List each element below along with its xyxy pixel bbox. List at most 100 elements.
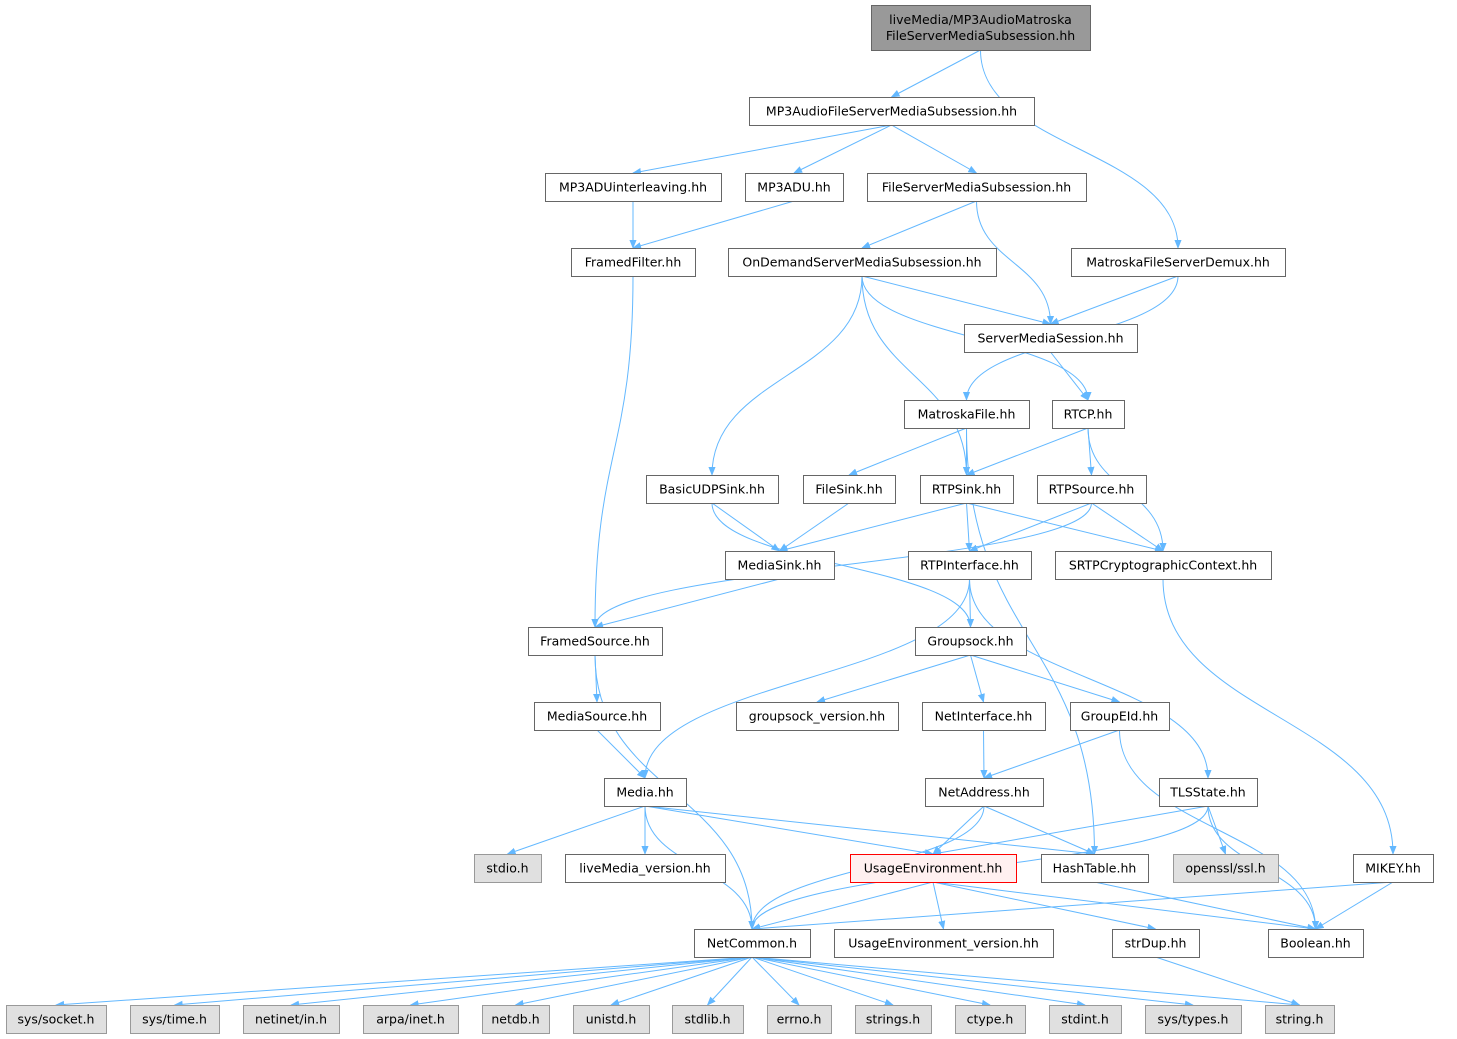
edge-media-to-hashtable xyxy=(644,805,1096,857)
node-label: Boolean.hh xyxy=(1280,936,1350,951)
node-unistd[interactable]: unistd.h xyxy=(573,1005,650,1034)
node-stdint[interactable]: stdint.h xyxy=(1049,1005,1122,1034)
node-box xyxy=(920,475,1014,504)
edge-netcommon-to-arpainet xyxy=(409,956,753,1008)
node-label: RTPInterface.hh xyxy=(920,558,1019,573)
node-label: stdlib.h xyxy=(684,1012,730,1027)
node-label: MediaSource.hh xyxy=(547,709,647,724)
node-netdb[interactable]: netdb.h xyxy=(482,1005,550,1034)
node-label: netinet/in.h xyxy=(255,1012,327,1027)
node-media[interactable]: Media.hh xyxy=(604,778,687,807)
edge-mediasink-to-framedsource xyxy=(594,578,780,629)
node-strdup[interactable]: strDup.hh xyxy=(1112,929,1200,958)
edge-mp3adu-to-framedfilter xyxy=(632,200,795,250)
node-sms[interactable]: ServerMediaSession.hh xyxy=(964,324,1138,353)
node-mediasink[interactable]: MediaSink.hh xyxy=(725,551,835,580)
node-filesink[interactable]: FileSink.hh xyxy=(803,475,896,504)
node-label: stdio.h xyxy=(486,861,528,876)
node-ueversion[interactable]: UsageEnvironment_version.hh xyxy=(834,929,1054,958)
node-string[interactable]: string.h xyxy=(1265,1005,1335,1034)
node-label: GroupEId.hh xyxy=(1081,709,1158,724)
node-box xyxy=(1041,854,1149,883)
node-ondemand[interactable]: OnDemandServerMediaSubsession.hh xyxy=(728,248,997,277)
node-box xyxy=(6,1005,107,1034)
node-label: stdint.h xyxy=(1061,1012,1109,1027)
node-box xyxy=(534,702,661,731)
node-usageenv[interactable]: UsageEnvironment.hh xyxy=(850,854,1017,883)
edge-mp3afsms-to-fsms xyxy=(891,124,978,174)
node-label: liveMedia_version.hh xyxy=(579,861,710,876)
node-framedfilter[interactable]: FramedFilter.hh xyxy=(571,248,696,277)
node-groupeid[interactable]: GroupEId.hh xyxy=(1070,702,1170,731)
node-box xyxy=(1071,248,1286,277)
node-label: MP3ADUinterleaving.hh xyxy=(559,180,707,195)
node-netinterface[interactable]: NetInterface.hh xyxy=(922,702,1046,731)
node-mkvfile[interactable]: MatroskaFile.hh xyxy=(904,400,1030,429)
node-gsversion[interactable]: groupsock_version.hh xyxy=(736,702,899,731)
node-rtpsink[interactable]: RTPSink.hh xyxy=(920,475,1014,504)
edge-netcommon-to-ctype xyxy=(751,956,991,1007)
node-syssocket[interactable]: sys/socket.h xyxy=(6,1005,107,1034)
node-label: FramedSource.hh xyxy=(540,634,650,649)
node-mediasource[interactable]: MediaSource.hh xyxy=(534,702,661,731)
node-groupsock[interactable]: Groupsock.hh xyxy=(915,627,1027,656)
node-rtcp[interactable]: RTCP.hh xyxy=(1052,400,1125,429)
node-box xyxy=(1268,929,1364,958)
node-label: errno.h xyxy=(777,1012,822,1027)
node-label: MP3AudioFileServerMediaSubsession.hh xyxy=(766,104,1017,119)
node-box xyxy=(672,1005,744,1034)
node-box xyxy=(573,1005,650,1034)
node-systypes[interactable]: sys/types.h xyxy=(1145,1005,1242,1034)
edge-netcommon-to-netdb xyxy=(514,956,753,1007)
node-mp3aduil[interactable]: MP3ADUinterleaving.hh xyxy=(545,173,722,202)
node-box xyxy=(850,854,1017,883)
node-box xyxy=(545,173,722,202)
node-framedsource[interactable]: FramedSource.hh xyxy=(528,627,663,656)
node-netinetin[interactable]: netinet/in.h xyxy=(243,1005,340,1034)
node-stdio[interactable]: stdio.h xyxy=(474,854,542,883)
edge-netcommon-to-systime xyxy=(173,956,753,1008)
edge-rtpsource-to-framedsource xyxy=(591,502,1092,628)
edge-netaddress-to-hashtable xyxy=(983,805,1096,855)
node-boolean[interactable]: Boolean.hh xyxy=(1268,929,1364,958)
node-srtp[interactable]: SRTPCryptographicContext.hh xyxy=(1055,551,1272,580)
node-fsms[interactable]: FileServerMediaSubsession.hh xyxy=(867,173,1087,202)
node-box xyxy=(964,324,1138,353)
node-hashtable[interactable]: HashTable.hh xyxy=(1041,854,1149,883)
node-mikey[interactable]: MIKEY.hh xyxy=(1353,854,1434,883)
node-rtpinterface[interactable]: RTPInterface.hh xyxy=(908,551,1032,580)
node-ctype[interactable]: ctype.h xyxy=(955,1005,1026,1034)
edge-netaddress-to-usageenv xyxy=(932,805,985,855)
node-root[interactable]: liveMedia/MP3AudioMatroskaFileServerMedi… xyxy=(871,5,1091,51)
node-label: NetCommon.h xyxy=(707,936,797,951)
node-netaddress[interactable]: NetAddress.hh xyxy=(925,778,1044,807)
node-box xyxy=(243,1005,340,1034)
node-box xyxy=(474,854,542,883)
node-rtpsource[interactable]: RTPSource.hh xyxy=(1037,475,1147,504)
node-basicudpsink[interactable]: BasicUDPSink.hh xyxy=(646,475,779,504)
node-label: openssl/ssl.h xyxy=(1185,861,1265,876)
node-lmversion[interactable]: liveMedia_version.hh xyxy=(565,854,726,883)
node-strings[interactable]: strings.h xyxy=(855,1005,932,1034)
node-mp3adu[interactable]: MP3ADU.hh xyxy=(745,173,844,202)
node-mp3afsms[interactable]: MP3AudioFileServerMediaSubsession.hh xyxy=(749,97,1035,126)
node-tlsstate[interactable]: TLSState.hh xyxy=(1159,778,1258,807)
node-netcommon[interactable]: NetCommon.h xyxy=(694,929,811,958)
node-box xyxy=(834,929,1054,958)
edge-root-to-mkvdemux xyxy=(980,49,1182,249)
node-arpainet[interactable]: arpa/inet.h xyxy=(363,1005,459,1034)
node-label: Groupsock.hh xyxy=(927,634,1013,649)
edge-root-to-mp3afsms xyxy=(890,49,981,98)
node-openssl[interactable]: openssl/ssl.h xyxy=(1173,854,1279,883)
node-errno[interactable]: errno.h xyxy=(767,1005,832,1034)
node-stdlib[interactable]: stdlib.h xyxy=(672,1005,744,1034)
node-systime[interactable]: sys/time.h xyxy=(130,1005,220,1034)
edge-groupsock-to-groupeid xyxy=(970,654,1121,703)
edge-mp3afsms-to-mp3aduil xyxy=(632,124,892,176)
edge-fsms-to-sms xyxy=(976,200,1055,325)
edge-netcommon-to-string xyxy=(751,956,1301,1008)
node-label: BasicUDPSink.hh xyxy=(659,482,765,497)
node-label: unistd.h xyxy=(586,1012,637,1027)
node-mkvdemux[interactable]: MatroskaFileServerDemux.hh xyxy=(1071,248,1286,277)
edge-netcommon-to-strings xyxy=(751,956,894,1006)
